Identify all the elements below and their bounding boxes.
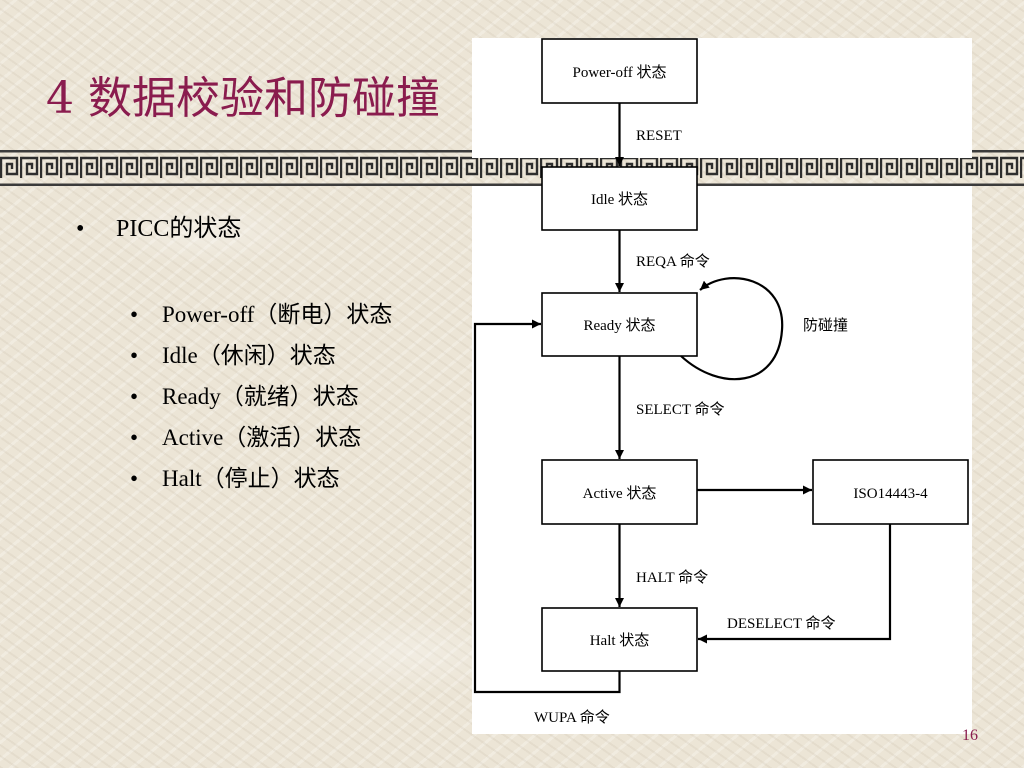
- bullet-dot: •: [130, 302, 139, 327]
- state-halt-label: Halt 状态: [590, 632, 650, 649]
- bullet-main: • PICC的状态: [76, 208, 241, 243]
- bullet-item: • Idle（休闲）状态: [130, 336, 336, 370]
- label-deselect: DESELECT 命令: [727, 614, 835, 632]
- state-active-box: [541, 459, 698, 525]
- state-iso-label: ISO14443-4: [853, 486, 928, 502]
- label-select: SELECT 命令: [636, 400, 724, 418]
- state-halt: Halt 状态: [541, 607, 698, 672]
- page-number: 16: [962, 727, 978, 744]
- bullet-item-text: Ready（就绪）状态: [162, 384, 359, 409]
- state-halt-box: [541, 607, 698, 672]
- label-halt: HALT 命令: [636, 568, 708, 586]
- state-ready: Ready 状态: [541, 292, 698, 357]
- bullet-dot: •: [76, 216, 85, 242]
- state-diagram: Power-off 状态 Idle 状态 Ready 状态 Active 状态 …: [472, 38, 972, 734]
- state-active: Active 状态: [541, 459, 698, 525]
- label-reqa: REQA 命令: [636, 252, 710, 270]
- bullet-item-text: Idle（休闲）状态: [162, 343, 336, 368]
- label-anticollision: 防碰撞: [803, 316, 848, 334]
- label-reset: RESET: [636, 128, 682, 144]
- bullet-dot: •: [130, 384, 139, 409]
- state-iso: ISO14443-4: [812, 459, 969, 525]
- arrow-anticollision-loop: [680, 277, 784, 381]
- state-ready-label: Ready 状态: [583, 317, 655, 334]
- bullet-item: • Active（激活）状态: [130, 418, 361, 452]
- state-power-off-box: [541, 38, 698, 104]
- bullet-dot: •: [130, 466, 139, 491]
- bullet-item: • Ready（就绪）状态: [130, 377, 359, 411]
- state-ready-box: [541, 292, 698, 357]
- state-idle-label: Idle 状态: [591, 191, 648, 208]
- bullet-dot: •: [130, 425, 139, 450]
- state-idle-box: [541, 166, 698, 231]
- bullet-item-text: Power-off（断电）状态: [162, 302, 393, 327]
- bullet-dot: •: [130, 343, 139, 368]
- arrow-deselect: [698, 524, 892, 644]
- label-wupa: WUPA 命令: [534, 708, 610, 726]
- state-power-off: Power-off 状态: [541, 38, 698, 104]
- arrow-wupa: [473, 319, 621, 694]
- bullet-item-text: Active（激活）状态: [162, 425, 362, 450]
- state-idle: Idle 状态: [541, 166, 698, 231]
- bullet-item: • Halt（停止）状态: [130, 459, 340, 493]
- bullet-main-text: PICC的状态: [116, 216, 242, 242]
- state-active-label: Active 状态: [583, 485, 657, 502]
- slide-title: 4 数据校验和防碰撞: [46, 73, 440, 124]
- state-power-off-label: Power-off 状态: [573, 64, 667, 81]
- bullet-item-text: Halt（停止）状态: [162, 466, 340, 491]
- bullet-item: • Power-off（断电）状态: [130, 295, 392, 329]
